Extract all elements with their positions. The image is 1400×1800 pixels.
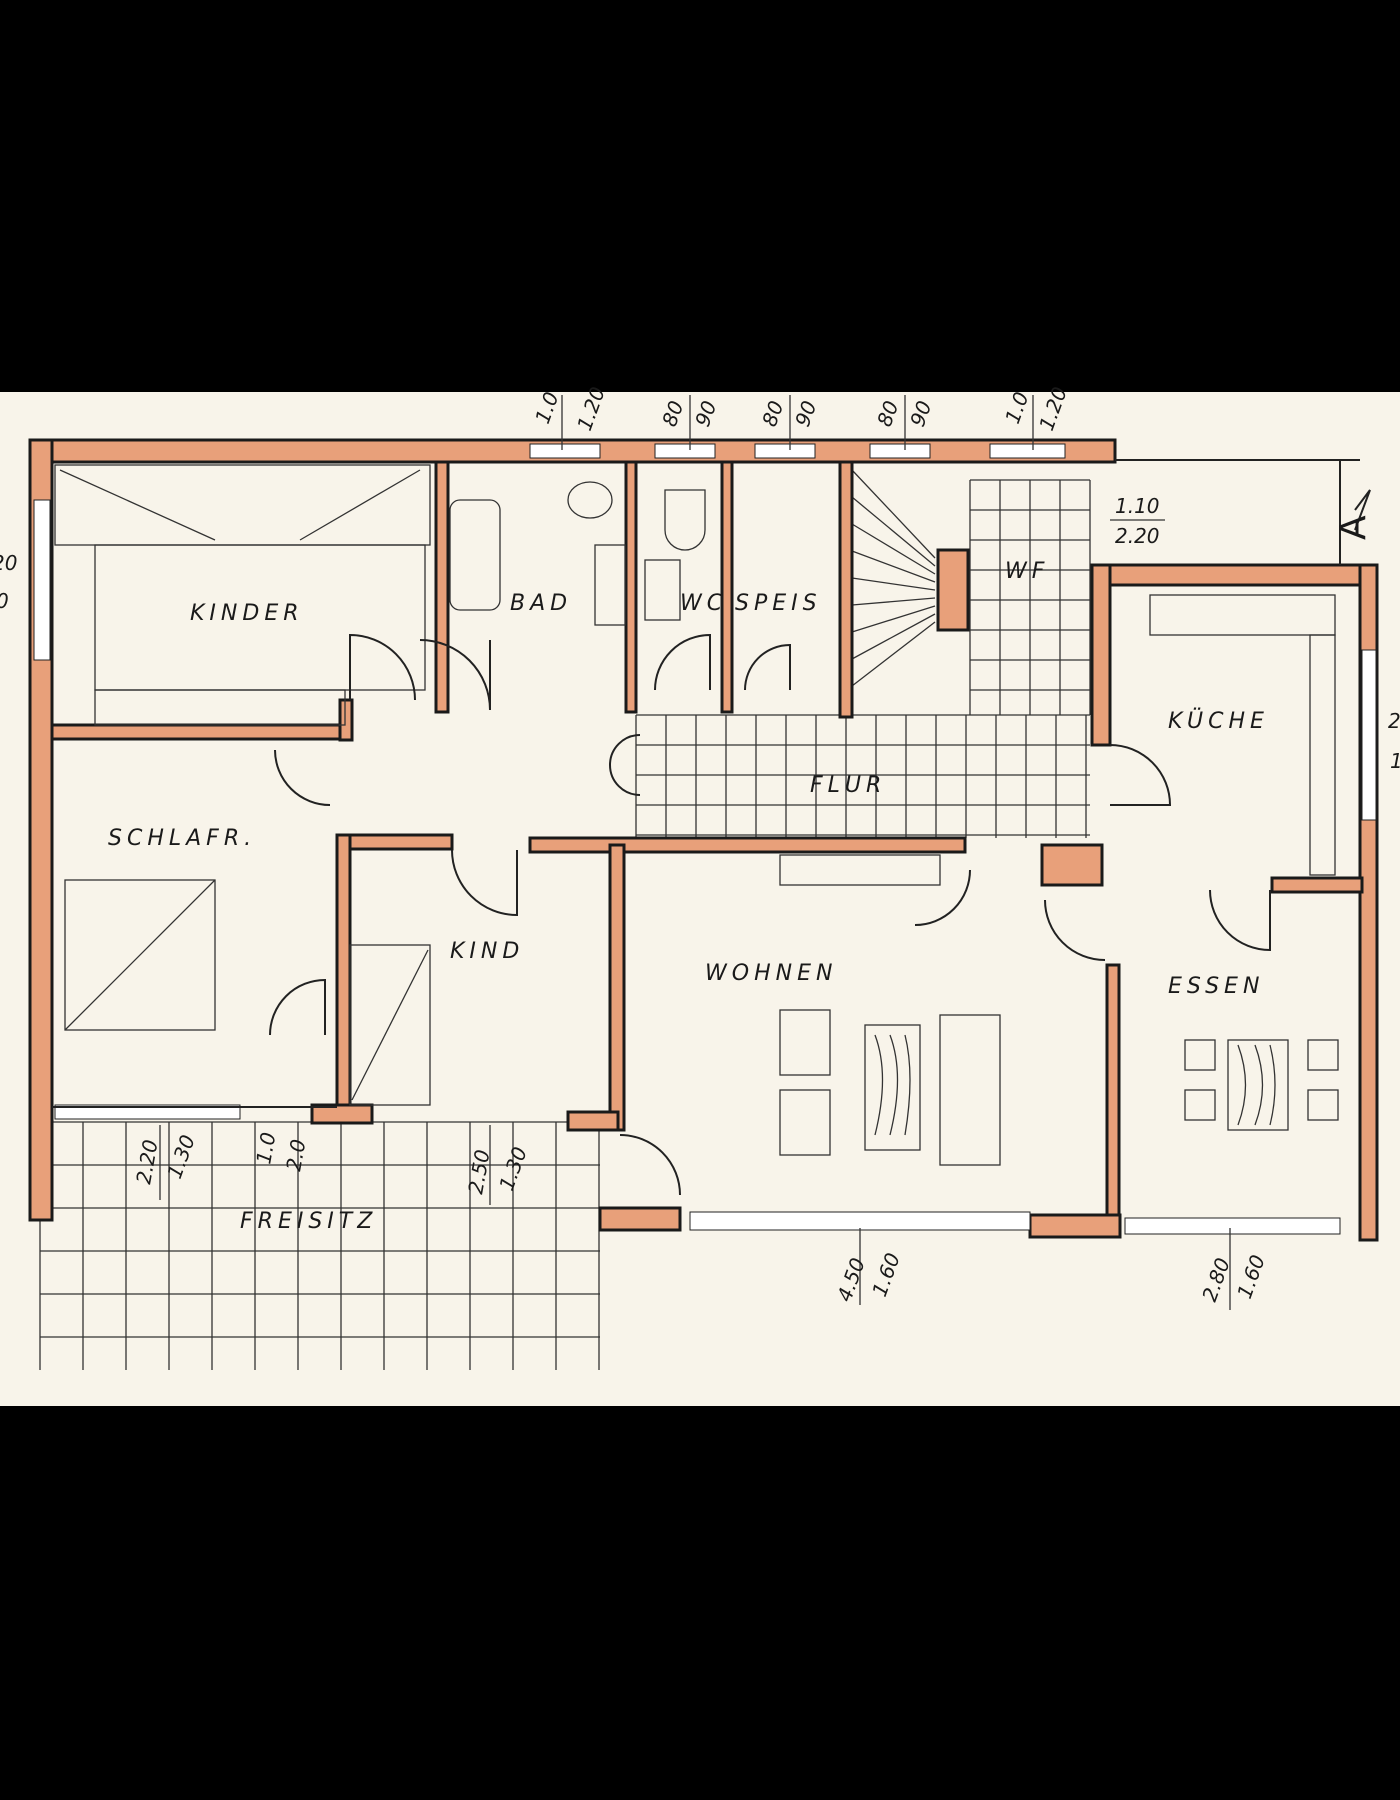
wf-tiles [969,479,1091,715]
chimney [936,548,970,632]
furniture [54,464,1339,1166]
dim-freisitz-2a: 1.0 [251,1130,280,1165]
wall-wc-speis [720,460,734,714]
wall-kind-top [335,833,454,851]
room-labels: KINDER BAD WC SPEIS WF KÜCHE FLUR SCHLAF… [108,559,1269,1234]
wall-pillar [1040,843,1104,887]
wall-kueche-essen [1270,876,1364,894]
label-schlafr: SCHLAFR. [108,826,256,851]
wall-kind-left [335,833,352,1122]
dim-left-a: 20 [0,551,17,575]
section-marker: A [1333,515,1374,540]
wall-bottom-left [598,1206,682,1232]
label-wohnen: WOHNEN [705,961,837,986]
wall-kind-bottom [310,1103,374,1125]
dim-stair-a: 1.10 [1115,494,1160,518]
label-wc: WC [680,591,727,616]
dim-right-a: 2 [1388,709,1400,733]
wall-kind-right [608,843,626,1132]
wall-kueche-left [1090,563,1112,747]
wall-wohnen-essen [1105,963,1121,1227]
wall-flur-wohnen [528,836,967,854]
label-kind: KIND [450,939,524,964]
label-bad: BAD [510,591,572,616]
label-wf: WF [1005,559,1049,584]
dim-right-b: 1 [1390,749,1400,773]
dimension-labels: 1.0 1.20 80 90 80 90 80 90 1.0 1.20 1.10… [0,384,1400,1310]
label-kinder: KINDER [190,601,304,626]
label-essen: ESSEN [1168,974,1264,999]
wall-bad [434,460,450,714]
label-freisitz: FREISITZ [240,1209,377,1234]
label-flur: FLUR [810,773,886,798]
label-kueche: KÜCHE [1168,708,1269,734]
door-swings [269,633,1271,1196]
wall-bad-wc [624,460,638,714]
paper-sheet [0,392,1400,1406]
wall-bottom-stub [566,1110,620,1132]
flur-tiles [635,714,1090,838]
wall-kinder-schlafr [50,723,352,741]
wall-stub [338,698,354,742]
wall-bottom-mid [1028,1213,1122,1239]
dim-freisitz-2b: 2.0 [281,1137,310,1172]
wall-speis-stair [838,460,854,719]
label-speis: SPEIS [735,591,822,616]
dim-stair-b: 2.20 [1115,524,1160,548]
dim-left-b: 0 [0,589,9,613]
wall-kueche-top [1090,563,1379,587]
windows [33,443,1377,1235]
staircase [851,469,936,687]
